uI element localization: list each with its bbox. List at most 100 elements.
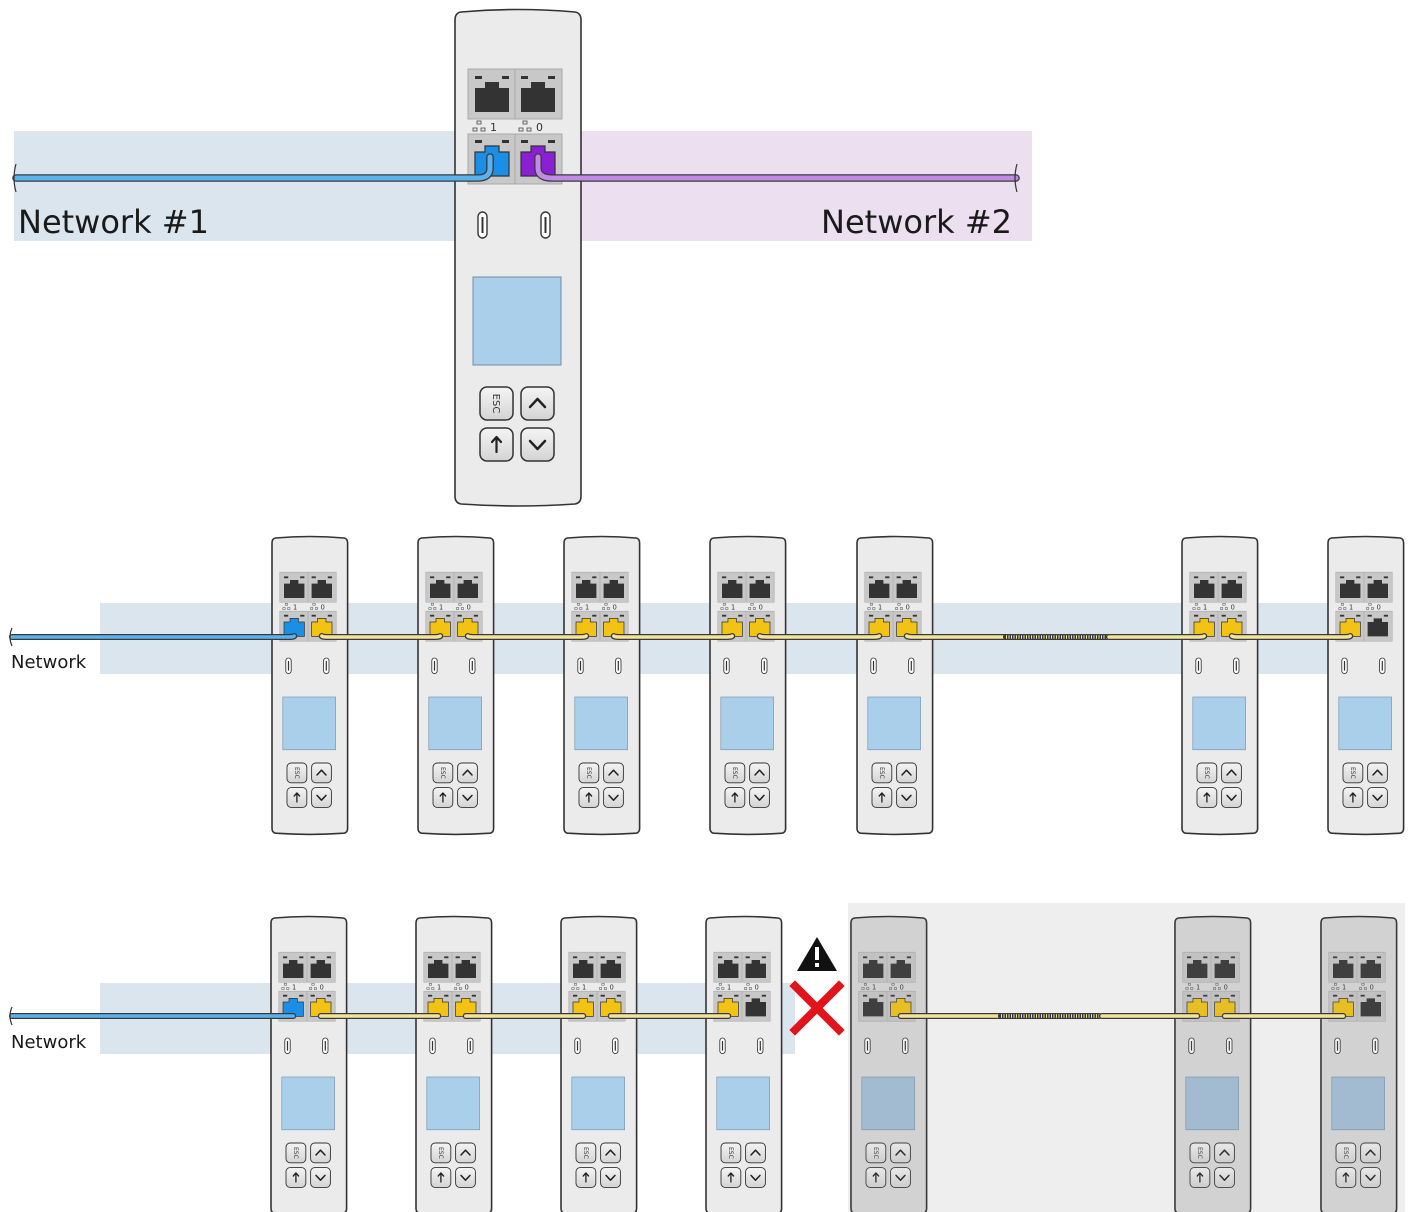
chevron-down-icon [528,439,547,451]
display-screen [282,696,336,751]
enter-arrow-icon [582,1172,590,1183]
key-label: ESC [878,767,885,779]
network-icon [869,603,873,606]
chevron-up-icon [605,1149,616,1156]
key-label: ESC [1349,767,1356,779]
upper-ethernet-port-right [890,956,911,978]
enter-key [720,1167,742,1188]
display-screen [716,1076,770,1131]
network-port-0 [311,614,333,637]
upper-ethernet-port-right [603,576,624,598]
upper-ethernet-port-left [430,576,451,598]
port-number: 1 [292,983,296,991]
daisy-chain-cable [1230,634,1352,639]
upper-ethernet-port-right [745,956,766,978]
chevron-up-icon [901,769,912,776]
port-number: 1 [878,603,882,611]
port-1-label: 1 [1192,603,1207,611]
port-number: 0 [755,983,759,991]
port-1-label: 1 [472,120,497,134]
device-body [850,915,928,1212]
key-cap [457,787,478,808]
upper-ethernet-port-right [1221,576,1242,598]
upper-ethernet-port-right [1367,576,1388,598]
key-cap [865,1142,887,1164]
chevron-down-icon [608,794,619,801]
key-cap [1196,762,1218,784]
port-number: 1 [872,983,876,991]
key-cap [1335,1142,1357,1164]
network-1-label: Network #1 [18,203,209,241]
chevron-down-icon [750,1174,761,1181]
network-icon [601,983,605,986]
down-key [1360,1167,1381,1188]
enter-arrow-icon [727,1172,735,1183]
esc-key: ESC [724,762,746,784]
cable-end-mark [9,1006,13,1026]
key-cap [600,1167,621,1188]
port-1-label: 1 [574,603,589,611]
port-1-label: 1 [1338,603,1353,611]
chevron-up-icon [608,769,619,776]
network-icon [573,983,577,986]
display-screen [720,696,774,751]
display-screen [1338,696,1392,751]
port-number: 0 [1231,603,1235,611]
chevron-down-icon [315,1174,326,1181]
up-key [603,762,624,784]
enter-arrow-icon [878,792,886,803]
up-key [520,386,555,421]
esc-key: ESC [1335,1142,1357,1164]
enter-key [430,1167,452,1188]
network-icon [476,120,482,125]
key-cap [455,1142,476,1164]
network-icon [1333,983,1337,986]
down-key [1214,1167,1235,1188]
network-port-0 [896,614,918,637]
chevron-up-icon [462,769,473,776]
chevron-up-icon [1365,1149,1376,1156]
daisy-chain-cable [905,634,1007,639]
key-cap [871,762,893,784]
network-icon [458,603,462,606]
daisy-chain-cable [466,634,588,639]
port-1-label: 1 [281,983,296,991]
upper-ethernet-port-left [718,956,739,978]
chevron-down-icon [605,1174,616,1181]
daisy-chain-cable [1107,634,1206,639]
chevron-down-icon [1219,1174,1230,1181]
key-cap [575,1142,597,1164]
enter-arrow-icon [490,435,503,454]
network-icon [576,603,580,606]
port-1-label: 1 [1185,983,1200,991]
port-0-label: 0 [1220,603,1235,611]
key-cap [310,1142,331,1164]
key-cap [479,386,514,421]
port-1-label: 1 [861,983,876,991]
key-label: ESC [582,1147,589,1159]
port-number: 1 [293,603,297,611]
down-key [455,1167,476,1188]
network-icon [311,983,315,986]
upper-ethernet-port-right [1214,956,1235,978]
network-port-0 [1360,994,1381,1017]
chevron-down-icon [316,794,327,801]
port-0-label: 0 [744,983,759,991]
esc-key: ESC [1342,762,1364,784]
port-1-label: 1 [426,983,441,991]
key-label: ESC [872,1147,879,1159]
port-number: 0 [906,603,910,611]
port-0-label: 0 [602,603,617,611]
up-key [455,1142,476,1164]
network-icon [1340,603,1344,606]
chevron-up-icon [315,1149,326,1156]
esc-key: ESC [575,1142,597,1164]
up-key [600,1142,621,1164]
device-body [1320,915,1398,1212]
port-0-label: 0 [599,983,614,991]
daisy-chain-cable [612,634,734,639]
key-cap [1367,762,1388,784]
upper-ethernet-port-left [576,576,597,598]
